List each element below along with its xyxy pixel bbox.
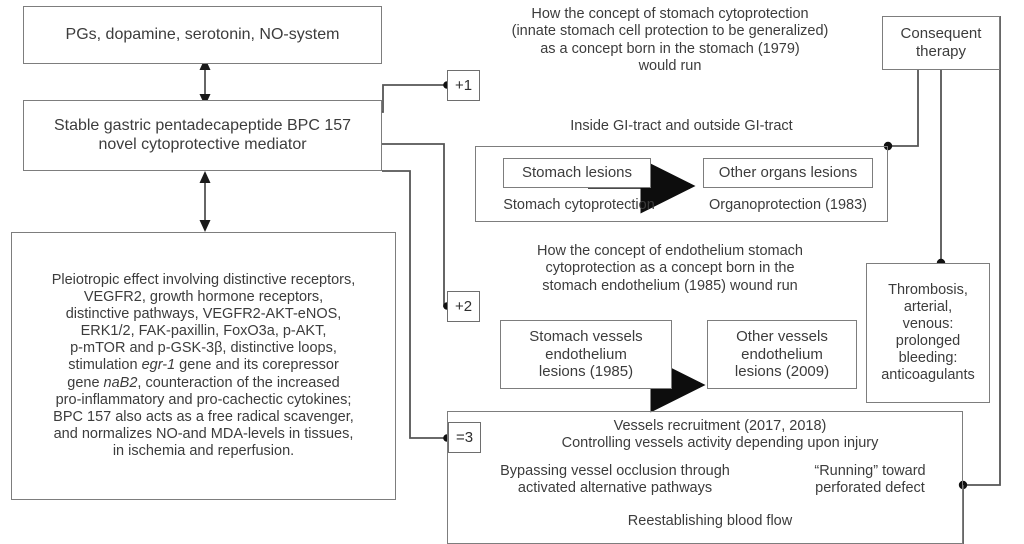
thrombosis-line-4: prolonged [895, 333, 961, 349]
organoprotection-text: Organoprotection (1983) [709, 197, 867, 213]
branch2-line-3: stomach endothelium (1985) wound run [542, 277, 798, 294]
mediators-text: PGs, dopamine, serotonin, NO-system [65, 25, 340, 43]
caption-gi-tract-header: Inside GI-tract and outside GI-tract [475, 118, 888, 135]
marker-plus-one: +1 [447, 70, 480, 101]
bpc-line-2: novel cytoprotective mediator [98, 135, 307, 153]
box-bpc-157: Stable gastric pentadecapeptide BPC 157 … [23, 100, 382, 171]
wire-bpc-to-plus1 [382, 81, 451, 113]
pleiotropic-l6-post: gene and its corepressor [175, 357, 339, 374]
thrombosis-line-2: arterial, [903, 298, 953, 315]
branch3-line-2: Controlling vessels activity depending u… [561, 435, 879, 452]
stomach-vessels-line-1: Stomach vessels [529, 327, 643, 345]
arrow-mediators-bpc [199, 58, 211, 106]
box-pleiotropic-effect: Pleiotropic effect involving distinctive… [11, 232, 396, 500]
other-organs-lesions-text: Other organs lesions [718, 164, 858, 182]
pleiotropic-line-8: pro-inflammatory and pro-cachectic cytok… [55, 391, 352, 408]
pleiotropic-line-4: ERK1/2, FAK-paxillin, FoxO3a, p-AKT, [80, 323, 327, 340]
branch1-line-2: (innate stomach cell protection to be ge… [511, 23, 829, 40]
caption-branch-2: How the concept of endothelium stomach c… [480, 243, 860, 295]
wire-gitract-to-therapy [883, 70, 919, 151]
bypass-line-1: Bypassing vessel occlusion through [500, 463, 730, 479]
wire-right-rail [958, 16, 1001, 544]
branch3-line-1: Vessels recruitment (2017, 2018) [613, 418, 827, 434]
reestablish-text: Reestablishing blood flow [627, 513, 793, 529]
arrow-bpc-pleiotropic [199, 171, 211, 232]
caption-running-toward-defect: “Running” toward perforated defect [790, 463, 950, 498]
branch2-line-2: cytoprotection as a concept born in the [545, 260, 795, 277]
pleiotropic-line-2: VEGFR2, growth hormone receptors, [83, 289, 324, 305]
marker-plus-two: +2 [447, 291, 480, 322]
pleiotropic-l7-pre: gene [67, 374, 104, 391]
caption-branch-3-head: Vessels recruitment (2017, 2018) Control… [490, 418, 950, 453]
marker-equals-three-label: =3 [455, 429, 474, 446]
box-other-vessels-endothelium: Other vessels endothelium lesions (2009) [707, 320, 857, 389]
stomach-vessels-line-3: lesions (1985) [538, 363, 634, 381]
marker-plus-one-label: +1 [454, 77, 473, 94]
pleiotropic-line-10: and normalizes NO-and MDA-levels in tiss… [53, 425, 354, 442]
box-stomach-vessels-endothelium: Stomach vessels endothelium lesions (198… [500, 320, 672, 389]
thrombosis-line-5: bleeding: [898, 350, 958, 367]
consequent-therapy-line-2: therapy [915, 43, 967, 60]
pleiotropic-line-6: stimulation egr-1 gene and its corepress… [68, 357, 339, 374]
container-gi-tract [475, 146, 888, 222]
pleiotropic-line-3: distinctive pathways, VEGFR2-AKT-eNOS, [65, 306, 342, 323]
pleiotropic-line-5: p-mTOR and p-GSK-3β, distinctive loops, [70, 340, 337, 357]
thrombosis-line-6: anticoagulants [881, 367, 975, 384]
caption-branch-1: How the concept of stomach cytoprotectio… [460, 6, 880, 76]
pleiotropic-line-1: Pleiotropic effect involving distinctive… [51, 271, 356, 288]
other-vessels-line-3: lesions (2009) [734, 363, 830, 381]
caption-stomach-cytoprotection: Stomach cytoprotection [484, 197, 674, 214]
thrombosis-line-1: Thrombosis, [888, 281, 968, 298]
gi-tract-header-text: Inside GI-tract and outside GI-tract [570, 118, 793, 134]
caption-bypass-occlusion: Bypassing vessel occlusion through activ… [455, 463, 775, 498]
branch1-line-4: would run [638, 58, 702, 75]
bpc-line-1: Stable gastric pentadecapeptide BPC 157 [53, 116, 352, 134]
pleiotropic-line-9: BPC 157 also acts as a free radical scav… [53, 408, 354, 425]
pleiotropic-gene-nab2: naB2 [103, 374, 138, 391]
pleiotropic-l6-pre: stimulation [68, 357, 142, 374]
wire-therapy-to-thrombosis [936, 70, 946, 268]
marker-equals-three: =3 [448, 422, 481, 453]
caption-reestablishing-blood-flow: Reestablishing blood flow [490, 513, 930, 530]
box-thrombosis: Thrombosis, arterial, venous: prolonged … [866, 263, 990, 403]
stomach-cytoprotection-text: Stomach cytoprotection [503, 197, 655, 213]
branch1-line-1: How the concept of stomach cytoprotectio… [531, 6, 809, 22]
thrombosis-line-3: venous: [902, 315, 954, 332]
stomach-vessels-line-2: endothelium [545, 345, 627, 363]
pleiotropic-line-11: in ischemia and reperfusion. [112, 442, 295, 459]
pleiotropic-l7-post: , counteraction of the increased [137, 374, 340, 391]
pleiotropic-gene-egr1: egr-1 [141, 357, 176, 374]
branch1-line-3: as a concept born in the stomach (1979) [540, 40, 800, 57]
branch2-line-1: How the concept of endothelium stomach [537, 243, 803, 259]
pleiotropic-line-7: gene naB2, counteraction of the increase… [67, 375, 340, 392]
box-other-organs-lesions: Other organs lesions [703, 158, 873, 188]
box-consequent-therapy: Consequent therapy [882, 16, 1000, 70]
box-mediators: PGs, dopamine, serotonin, NO-system [23, 6, 382, 64]
stomach-lesions-text: Stomach lesions [521, 164, 633, 182]
marker-plus-two-label: +2 [454, 298, 473, 315]
bypass-line-2: activated alternative pathways [517, 480, 713, 497]
running-line-2: perforated defect [815, 480, 925, 497]
box-stomach-lesions: Stomach lesions [503, 158, 651, 188]
other-vessels-line-1: Other vessels [736, 327, 828, 345]
caption-organoprotection: Organoprotection (1983) [690, 197, 886, 214]
consequent-therapy-line-1: Consequent [900, 25, 982, 43]
running-line-1: “Running” toward [814, 463, 926, 479]
other-vessels-line-2: endothelium [741, 345, 823, 363]
